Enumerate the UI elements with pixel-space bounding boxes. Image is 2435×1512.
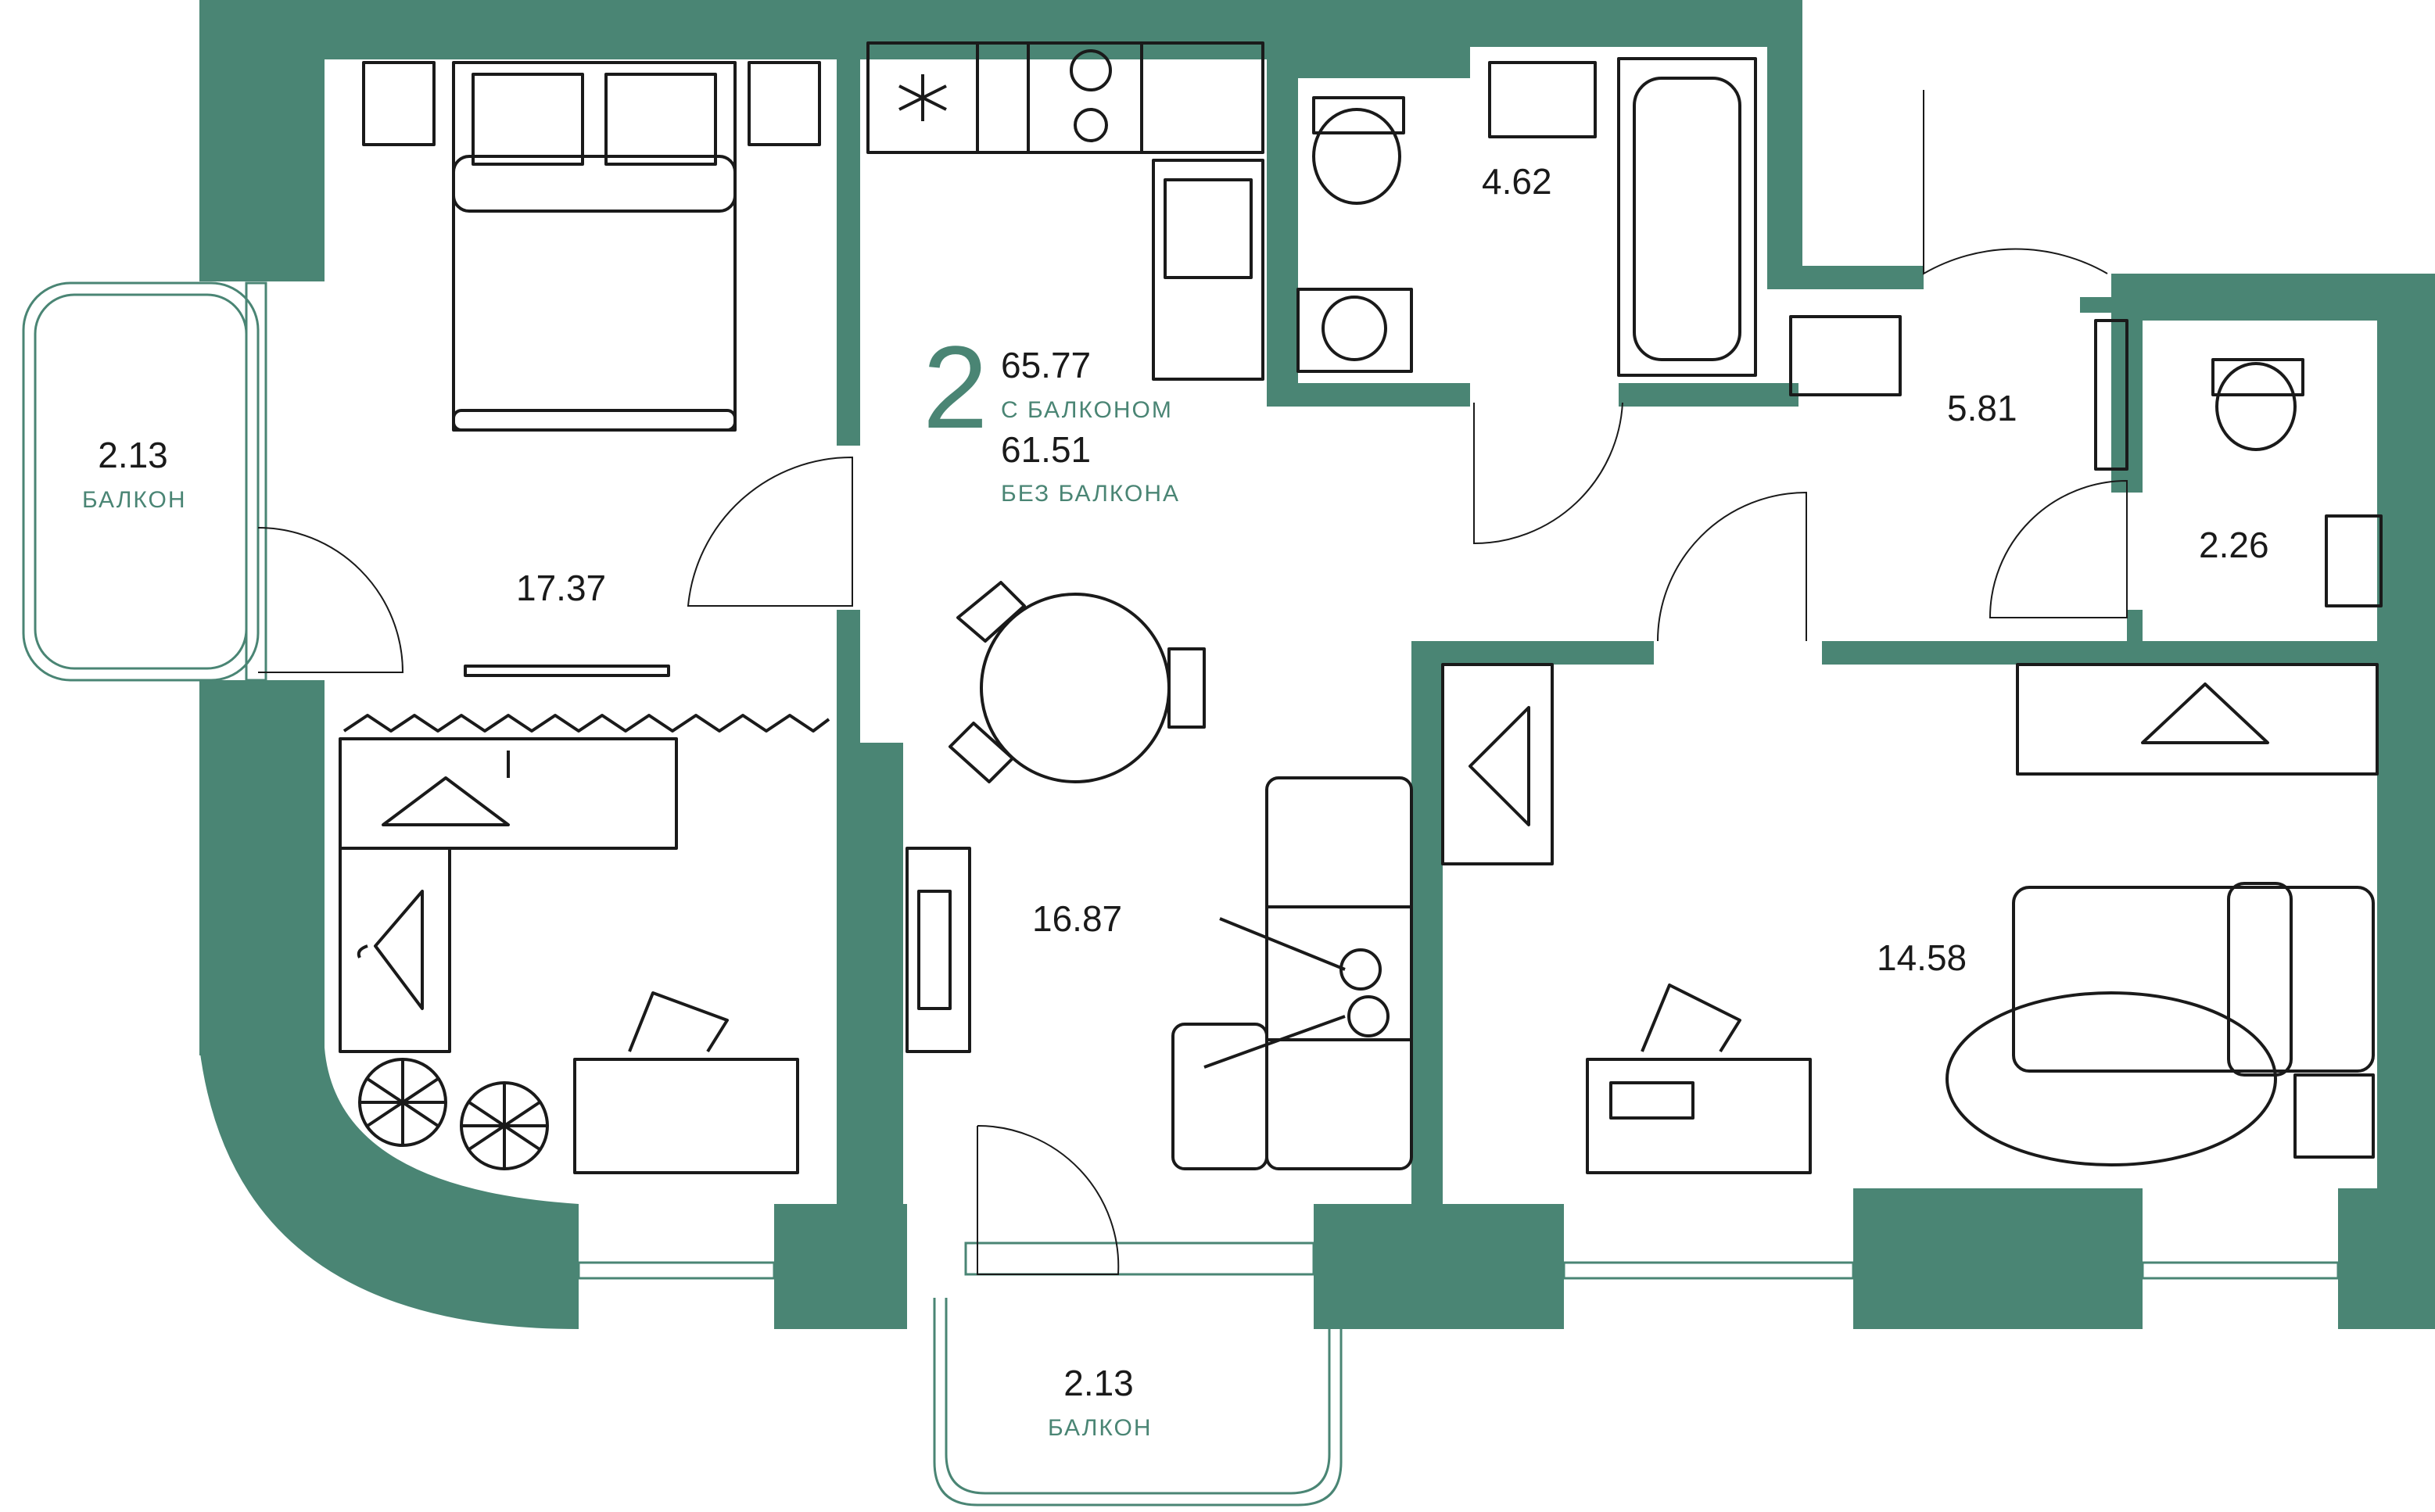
snowflake-icon (898, 74, 947, 121)
room-area-bathroom: 4.62 (1482, 161, 1552, 202)
tv-icon (906, 847, 971, 1053)
chair-2 (949, 722, 1014, 783)
without-balcony-label: БЕЗ БАЛКОНА (1001, 481, 1181, 507)
wall-wc-left2 (2127, 610, 2143, 657)
kitchen-counter (866, 41, 1264, 154)
room-area-bedroom: 17.37 (516, 568, 607, 608)
wall-bedroom-kitchen (837, 31, 860, 446)
balcony-bottom-outline (933, 1298, 1343, 1507)
wall-left-lower (199, 680, 325, 1055)
window-bedroom (577, 1261, 776, 1280)
wall-living-room2 (1411, 641, 1443, 1204)
hanger-rack-bedroom (342, 665, 830, 733)
chair-3 (1167, 647, 1206, 729)
people-icon (1203, 917, 1390, 1069)
wall-bedroom-living (837, 610, 860, 1204)
hanger-icon-2 (357, 890, 424, 1010)
wall-hall-top (1767, 266, 1924, 289)
balcony-left: 2.13 БАЛКОН (82, 434, 185, 514)
balcony-bottom-inner (945, 1298, 1331, 1495)
wall-room2-top2 (1822, 641, 2377, 665)
bathtub-icon (1617, 57, 1757, 377)
sink-bathroom (1488, 61, 1597, 138)
stove-icon (1070, 49, 1112, 142)
laptop-icon (628, 991, 729, 1053)
room-area-wc: 2.26 (2199, 525, 2269, 565)
plant-icon (358, 1058, 447, 1147)
sofa-icon (1171, 776, 1413, 1170)
wall-living-left-stub (860, 743, 903, 1204)
room-area-living: 16.87 (1032, 898, 1123, 939)
nightstand-room2 (2293, 1073, 2375, 1159)
desk-room2 (1586, 1058, 1812, 1174)
area-without-balcony: 61.51 (1001, 429, 1092, 470)
balcony-left-area: 2.13 (98, 435, 168, 475)
door-balcony-bottom (977, 1124, 1120, 1275)
bed-icon (452, 61, 737, 432)
wall-bath-bottom2 (1619, 383, 1798, 407)
with-balcony-label: С БАЛКОНОМ (1001, 397, 1173, 423)
balcony-bottom-label: БАЛКОН (1048, 1415, 1153, 1441)
wall-left (199, 0, 325, 281)
area-with-balcony: 65.77 (1001, 345, 1092, 385)
wall-bottom-mid2 (1853, 1188, 2143, 1329)
toilet-icon-wc (2211, 358, 2304, 451)
wardrobe-bedroom-top (339, 737, 678, 850)
room-area-hall: 5.81 (1947, 388, 2017, 428)
wall-top-block (1298, 31, 1470, 78)
wall-right-top (2111, 274, 2435, 321)
room-area-second: 14.58 (1877, 937, 1967, 978)
wall-curve (199, 1048, 579, 1329)
hall-shelf (1789, 315, 1902, 396)
window-living (964, 1241, 1315, 1276)
rooms-count: 2 (923, 321, 988, 453)
radiator (2094, 319, 2128, 471)
chair-1 (956, 581, 1026, 643)
wall-bath-bottom (1267, 383, 1470, 407)
door-swing-icon (687, 456, 853, 607)
washing-machine-icon (1296, 288, 1413, 373)
laptop-icon-2 (1609, 984, 1741, 1120)
balcony-bottom-area: 2.13 (1063, 1363, 1134, 1403)
toilet-icon (1312, 96, 1405, 205)
hanger-icon (382, 750, 510, 826)
wall-bath-right (1767, 0, 1802, 289)
wall-right (2377, 274, 2435, 1329)
wall-top-left (199, 0, 1353, 59)
wardrobe-room2-top (2016, 663, 2379, 776)
walls (199, 0, 2435, 1329)
hanger-icon-4 (2141, 683, 2269, 744)
nightstand-right (748, 61, 821, 146)
door-balcony-left (257, 527, 404, 673)
door-entrance (1923, 90, 2108, 275)
desk-bedroom (573, 1058, 799, 1174)
hanger-icon-3 (1469, 706, 1530, 826)
wall-bottom-mid (1314, 1204, 1564, 1329)
wardrobe-room2-left (1441, 663, 1554, 865)
balcony-bottom: 2.13 БАЛКОН (1048, 1362, 1153, 1442)
sink-wc (2325, 514, 2383, 607)
wall-wc-stub (2080, 297, 2127, 313)
bed-room2 (1945, 882, 2375, 1166)
window-room2-b (2141, 1261, 2340, 1280)
balcony-left-label: БАЛКОН (82, 487, 187, 513)
plant-icon-2 (460, 1081, 549, 1170)
window-left (245, 281, 267, 682)
wardrobe-bedroom-side (339, 847, 451, 1053)
kitchen-cabinet (1152, 159, 1264, 381)
door-room2 (1657, 491, 1807, 642)
wall-room2-top (1411, 641, 1654, 665)
door-bath (1473, 402, 1623, 545)
window-room2-a (1562, 1261, 1855, 1280)
sink-kitchen (1164, 178, 1253, 279)
door-wc (1989, 479, 2128, 618)
nightstand-left (362, 61, 436, 146)
balcony-left-outline (22, 281, 260, 682)
wall-kitchen-bath (1267, 31, 1298, 407)
wall-bottom-left (774, 1204, 907, 1329)
